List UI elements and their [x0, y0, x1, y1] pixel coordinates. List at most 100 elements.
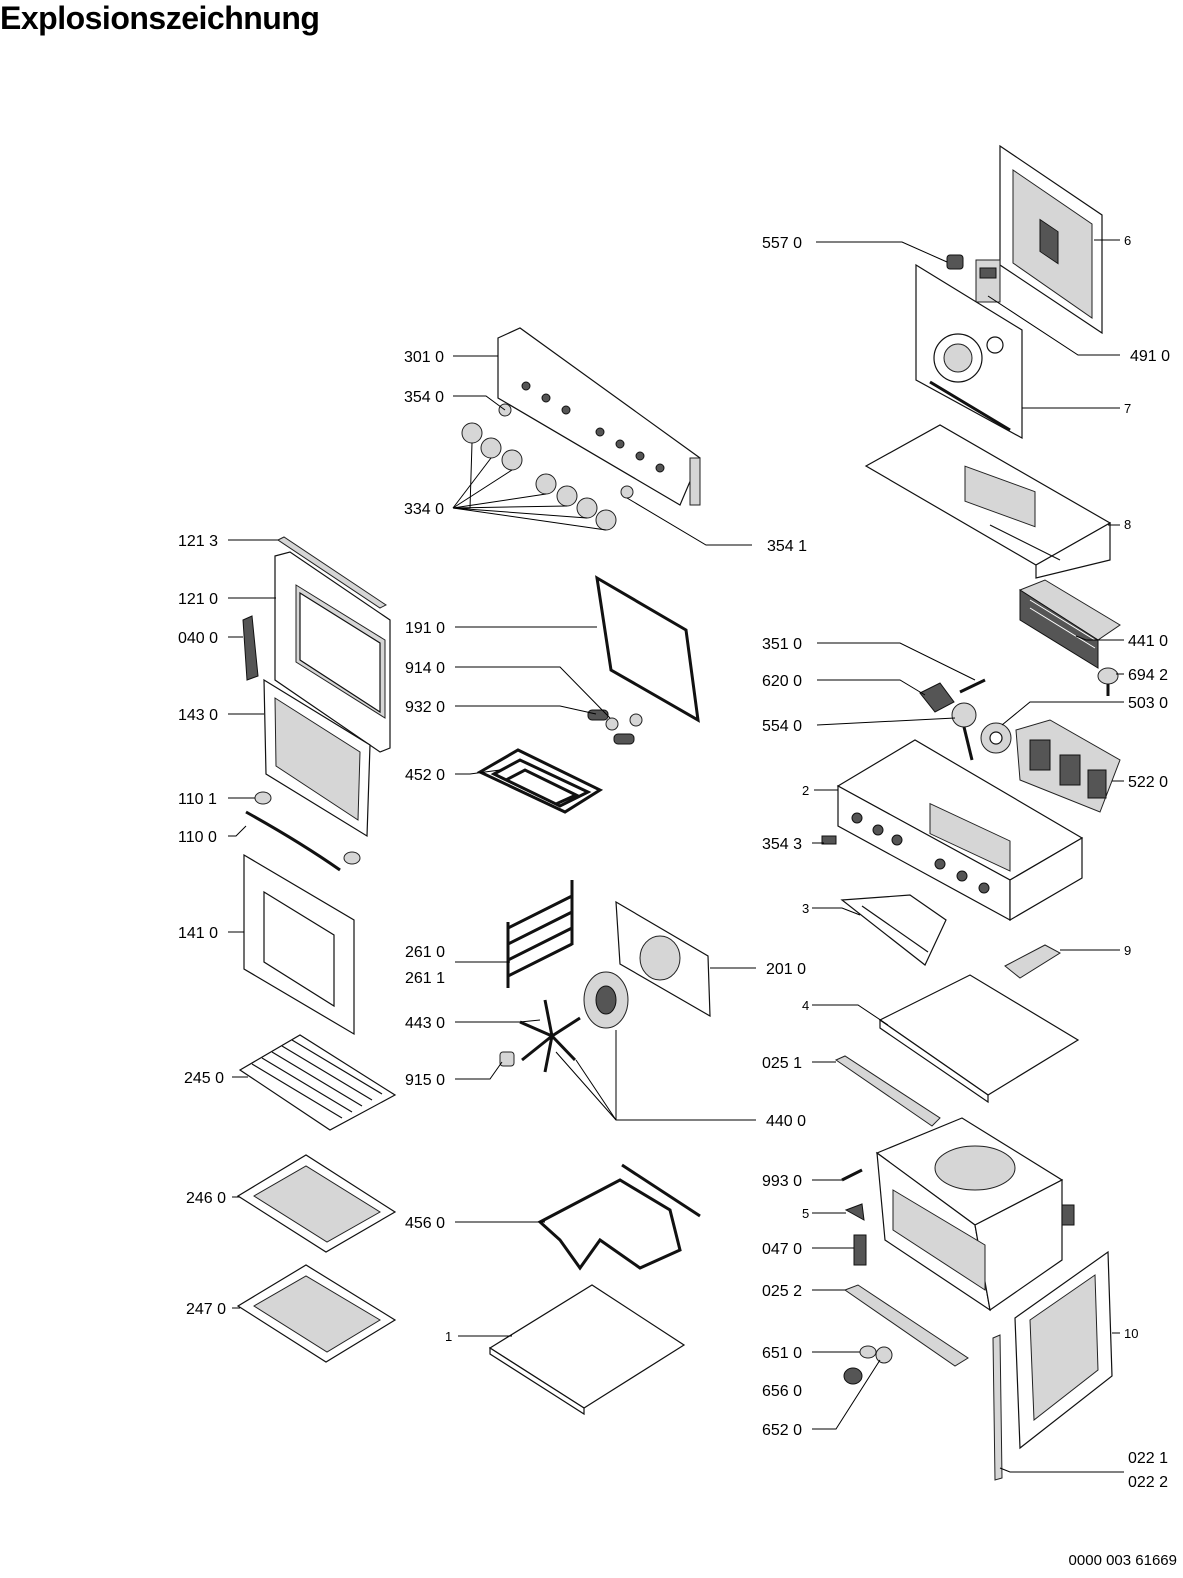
label-0252: 025 2 — [762, 1283, 802, 1300]
label-5030: 503 0 — [1128, 695, 1168, 712]
label-2610: 261 0 — [405, 944, 445, 961]
label-1213: 121 3 — [178, 533, 218, 550]
part-0252-rail — [843, 1284, 969, 1367]
part-4-plate — [878, 974, 1080, 1104]
part-4400-fan-motor — [583, 971, 629, 1029]
part-0470-latch — [853, 1234, 867, 1266]
label-3543: 354 3 — [762, 836, 802, 853]
label-1: 1 — [445, 1329, 452, 1344]
part-1-bottom-plate — [488, 1284, 686, 1416]
label-0222: 022 2 — [1128, 1474, 1168, 1491]
label-2470: 247 0 — [186, 1301, 226, 1318]
label-2010: 201 0 — [766, 961, 806, 978]
part-7-back-plate — [915, 263, 1023, 440]
part-9930-screw — [841, 1168, 863, 1182]
part-6560-lamp-cover — [843, 1367, 863, 1385]
label-1410: 141 0 — [178, 925, 218, 942]
label-3510: 351 0 — [762, 636, 802, 653]
label-4910: 491 0 — [1130, 348, 1170, 365]
label-9150: 915 0 — [405, 1072, 445, 1089]
label-6: 6 — [1124, 233, 1131, 248]
part-0400-hinge — [242, 615, 259, 681]
part-9150-cap — [499, 1051, 515, 1067]
label-6510: 651 0 — [762, 1345, 802, 1362]
leader-lines — [228, 239, 1124, 1473]
label-9: 9 — [1124, 943, 1131, 958]
part-1101-clip — [254, 791, 272, 805]
part-1910-gasket — [595, 575, 700, 723]
label-9320: 932 0 — [405, 699, 445, 716]
page-title: Explosionszeichnung — [0, 0, 320, 36]
part-9-small-bracket — [1004, 944, 1061, 979]
part-1100-rod — [245, 810, 361, 872]
label-0221: 022 1 — [1128, 1450, 1168, 1467]
part-2460-baking-tray — [236, 1154, 397, 1253]
part-5030-motor — [980, 722, 1012, 754]
label-3: 3 — [802, 901, 809, 916]
label-5220: 522 0 — [1128, 774, 1168, 791]
part-2-control-housing — [836, 739, 1084, 922]
label-3010: 301 0 — [404, 349, 444, 366]
label-5570: 557 0 — [762, 235, 802, 252]
label-1100: 110 0 — [178, 829, 217, 846]
part-4430-fan-wheel — [519, 999, 581, 1073]
document-number: 0000 003 61669 — [1068, 1552, 1177, 1569]
label-9930: 993 0 — [762, 1173, 802, 1190]
label-5: 5 — [802, 1206, 809, 1221]
part-9320-spacer — [587, 709, 635, 745]
label-4430: 443 0 — [405, 1015, 445, 1032]
part-3543-screw — [821, 835, 837, 845]
label-9140: 914 0 — [405, 660, 445, 677]
label-0251: 025 1 — [762, 1055, 802, 1072]
part-3340-knobs — [461, 422, 617, 531]
part-0221-strip — [992, 1334, 1003, 1481]
part-8-top-cover — [864, 424, 1112, 579]
part-4410-tangential-fan — [1018, 579, 1121, 669]
part-2610-side-rack — [506, 880, 574, 988]
part-9140-nut — [605, 713, 643, 731]
label-3541: 354 1 — [767, 538, 807, 555]
label-2460: 246 0 — [186, 1190, 226, 1207]
part-2010-fan-cover — [615, 900, 711, 1018]
part-5540-switch — [951, 702, 977, 761]
part-3510-pin — [959, 678, 986, 694]
label-2: 2 — [802, 783, 809, 798]
part-4520-grill-element — [476, 748, 604, 814]
part-labels: 557 0 6 491 0 301 0 354 0 7 334 0 8 121 … — [178, 233, 1170, 1491]
part-5220-switch-block — [1015, 719, 1121, 813]
part-6200-relay — [919, 682, 955, 713]
part-6510-lamp — [859, 1345, 877, 1359]
label-0400: 040 0 — [178, 630, 218, 647]
part-6520-lamp-holder — [875, 1346, 893, 1364]
part-2470-tray — [236, 1264, 397, 1363]
part-oven-cavity — [875, 1117, 1075, 1312]
part-5-clip — [844, 1203, 865, 1221]
label-6520: 652 0 — [762, 1422, 802, 1439]
label-2611: 261 1 — [405, 970, 445, 987]
label-6200: 620 0 — [762, 673, 802, 690]
label-1210: 121 0 — [178, 591, 218, 608]
label-5540: 554 0 — [762, 718, 802, 735]
part-0251-rail — [834, 1055, 941, 1127]
label-8: 8 — [1124, 517, 1131, 532]
part-1410-outer-door — [243, 853, 355, 1036]
part-4560-lower-element — [537, 1163, 701, 1271]
label-4400: 440 0 — [766, 1113, 806, 1130]
label-10: 10 — [1124, 1326, 1138, 1341]
part-4910-terminal-block — [975, 259, 1001, 303]
part-6-rear-panel — [999, 144, 1103, 335]
label-3340: 334 0 — [404, 501, 444, 518]
label-4: 4 — [802, 998, 809, 1013]
label-4560: 456 0 — [405, 1215, 445, 1232]
part-1210-door-frame — [274, 551, 391, 753]
part-3010-control-panel — [497, 327, 701, 506]
part-10-side-panel — [1014, 1250, 1113, 1450]
label-1101: 110 1 — [178, 791, 217, 808]
part-3541-knob-cap — [620, 485, 634, 499]
part-3-bracket — [840, 894, 947, 966]
part-1430-door-glass — [263, 678, 371, 838]
part-2450-wire-rack — [238, 1034, 397, 1131]
part-6942-sensor — [1097, 667, 1119, 696]
label-6560: 656 0 — [762, 1383, 802, 1400]
